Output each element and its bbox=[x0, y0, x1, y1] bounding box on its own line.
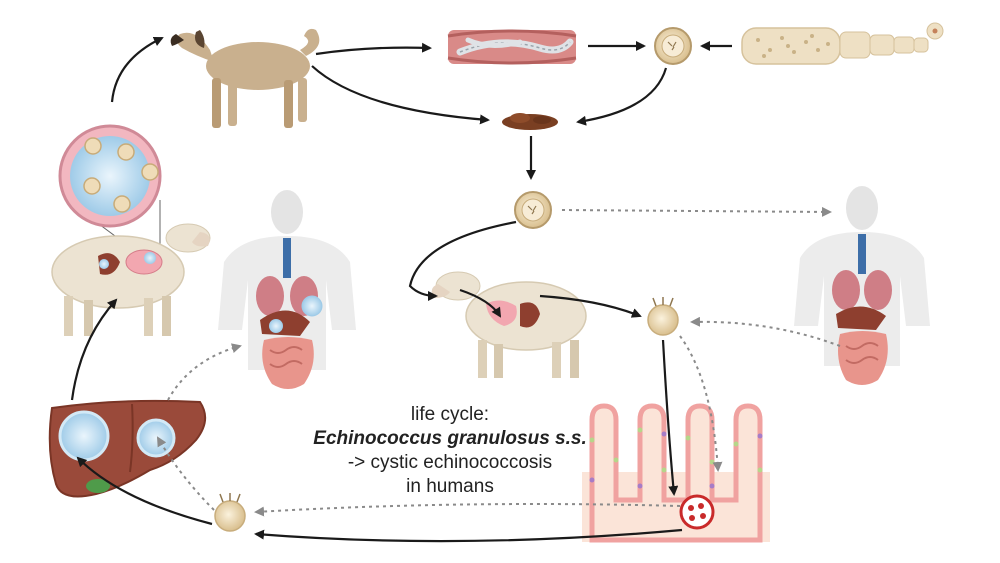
arrow-egg-to-feces bbox=[576, 67, 668, 126]
arrow-egg-to-sheep bbox=[408, 220, 517, 301]
oncosphere-icon bbox=[647, 297, 679, 336]
arrow-liver-to-sheep bbox=[70, 298, 118, 401]
human-infected-icon bbox=[218, 190, 356, 389]
liver-cyst-icon bbox=[48, 399, 207, 498]
oncosphere-icon-bottom bbox=[214, 493, 246, 532]
caption-line-1: life cycle: bbox=[410, 404, 490, 425]
caption-line-4: in humans bbox=[406, 476, 494, 497]
intestinal-villi-icon bbox=[582, 403, 770, 543]
dotted-bottom-to-liver bbox=[156, 436, 215, 511]
egg-icon bbox=[654, 27, 692, 65]
arrow-sheep-to-oncosphere bbox=[539, 294, 642, 318]
tapeworm-icon bbox=[741, 22, 944, 65]
sheep-icon bbox=[431, 271, 587, 378]
dotted-villi-to-bottom bbox=[254, 503, 681, 517]
dotted-liver-to-human bbox=[167, 343, 242, 401]
arrow-dog-to-feces bbox=[311, 65, 490, 125]
caption-species: Echinococcus granulosus s.s. bbox=[313, 428, 587, 449]
human-icon bbox=[794, 186, 930, 385]
intestine-worm-icon bbox=[447, 29, 577, 65]
arrow-sheep-cyst-to-dog bbox=[110, 36, 164, 103]
dotted-egg-to-human bbox=[561, 206, 832, 217]
arrow-dog-to-intestine bbox=[315, 42, 432, 56]
arrow-gut-path bbox=[459, 288, 502, 318]
dotted-arrows bbox=[156, 206, 841, 517]
cyst-magnified-icon bbox=[58, 124, 162, 263]
arrow-oncosphere-to-villi bbox=[661, 339, 679, 496]
sheep-infected-icon bbox=[51, 223, 211, 336]
diagram-caption: life cycle: Echinococcus granulosus s.s.… bbox=[300, 403, 600, 499]
arrow-bottom-to-liver bbox=[76, 456, 213, 526]
solid-arrows bbox=[70, 36, 732, 543]
dog-icon bbox=[170, 28, 320, 128]
egg-icon-center bbox=[514, 191, 552, 229]
dotted-oncosphere-to-villi bbox=[679, 335, 723, 472]
feces-icon bbox=[502, 113, 558, 130]
dotted-human-to-oncosphere bbox=[690, 316, 841, 347]
arrow-villi-to-bottom bbox=[254, 528, 683, 543]
caption-line-3: -> cystic echinococcosis bbox=[347, 452, 553, 473]
